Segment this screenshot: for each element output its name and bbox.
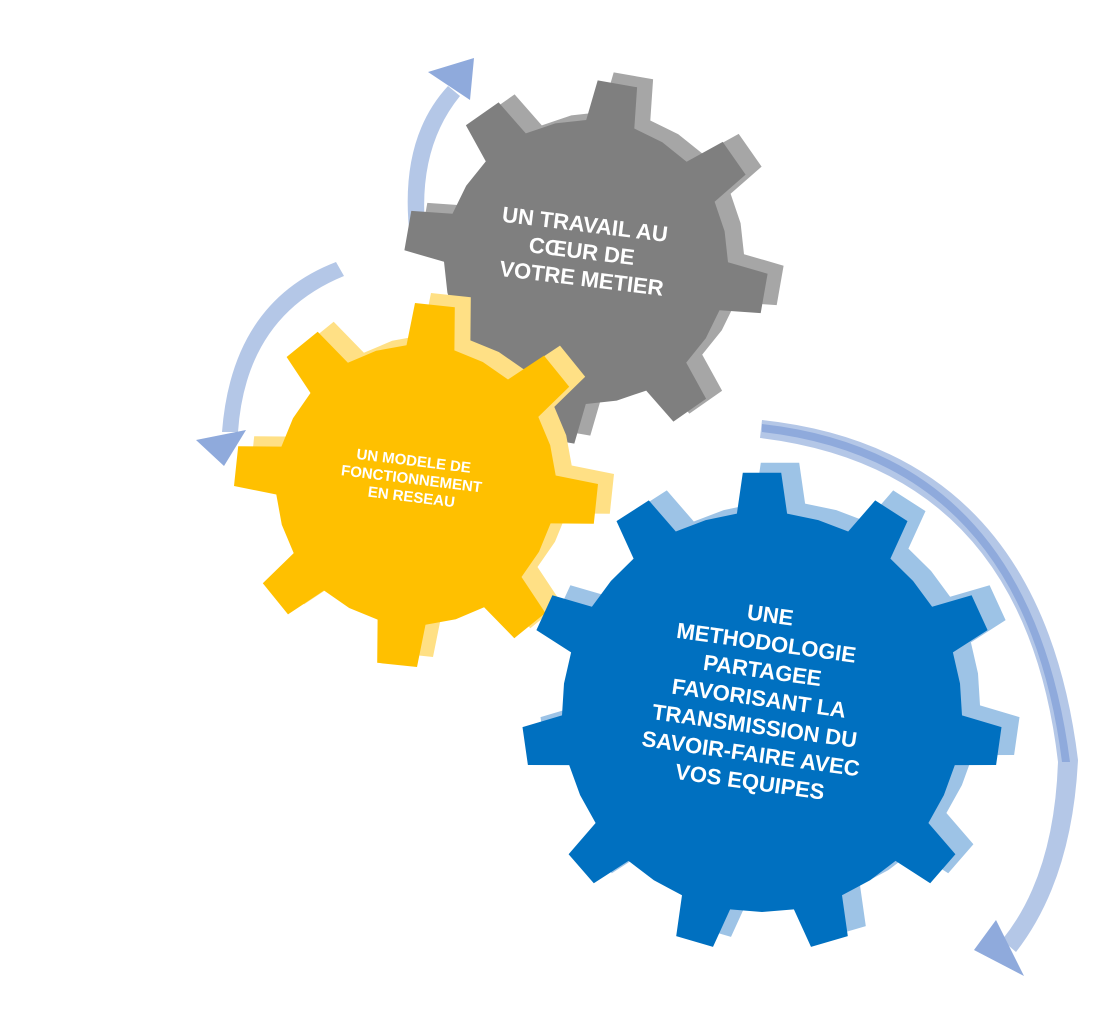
arrow-right-head (974, 920, 1024, 976)
arrow-left-body (222, 262, 344, 432)
gear-modele-reseau: UN MODELE DE FONCTIONNEMENT EN RESEAU (234, 293, 614, 667)
arrow-top-body (407, 86, 460, 238)
arrow-right-body (760, 420, 1078, 952)
gear-blue-label: UNE METHODOLOGIE PARTAGEE FAVORISANT LA … (636, 587, 886, 810)
curved-arrows (196, 58, 1078, 976)
gear-yellow-face (234, 303, 598, 667)
arrow-top-head (428, 58, 474, 100)
gear-blue-face (522, 472, 1002, 947)
arrow-left-head (196, 430, 246, 466)
gear-methodologie: UNE METHODOLOGIE PARTAGEE FAVORISANT LA … (522, 462, 1020, 947)
gear-travail-metier: UN TRAVAIL AU CŒUR DE VOTRE METIER (404, 72, 784, 444)
